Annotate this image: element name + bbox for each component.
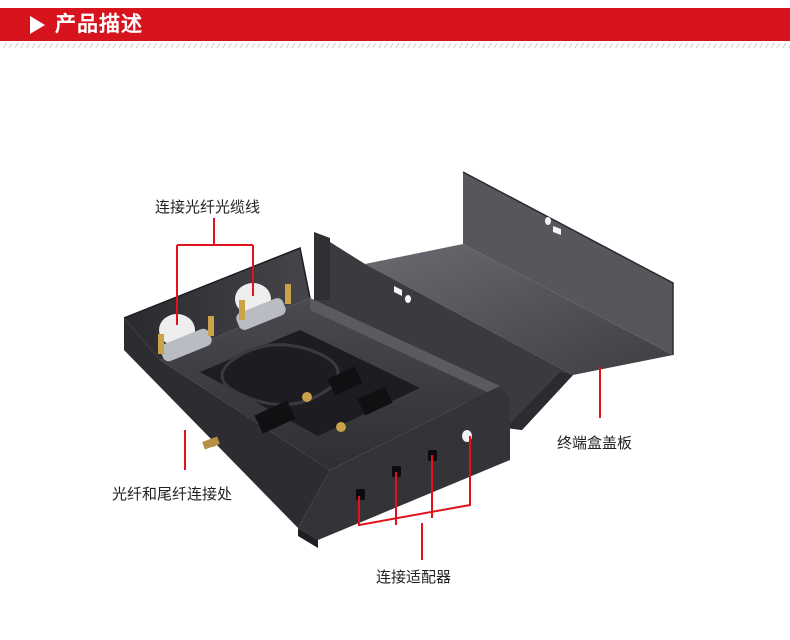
label-adapter: 连接适配器 xyxy=(376,568,452,586)
header-bar: 产品描述 xyxy=(0,8,790,41)
terminal-box-base xyxy=(123,246,510,548)
label-cover-plate: 终端盒盖板 xyxy=(557,434,633,452)
play-arrow-icon xyxy=(30,16,45,34)
hatch-divider xyxy=(0,43,790,48)
cover-plate xyxy=(314,171,674,430)
label-splice-point: 光纤和尾纤连接处 xyxy=(112,485,233,503)
label-fiber-cable: 连接光纤光缆线 xyxy=(155,198,261,216)
leader-lines xyxy=(176,218,601,560)
section-title: 产品描述 xyxy=(55,12,143,36)
